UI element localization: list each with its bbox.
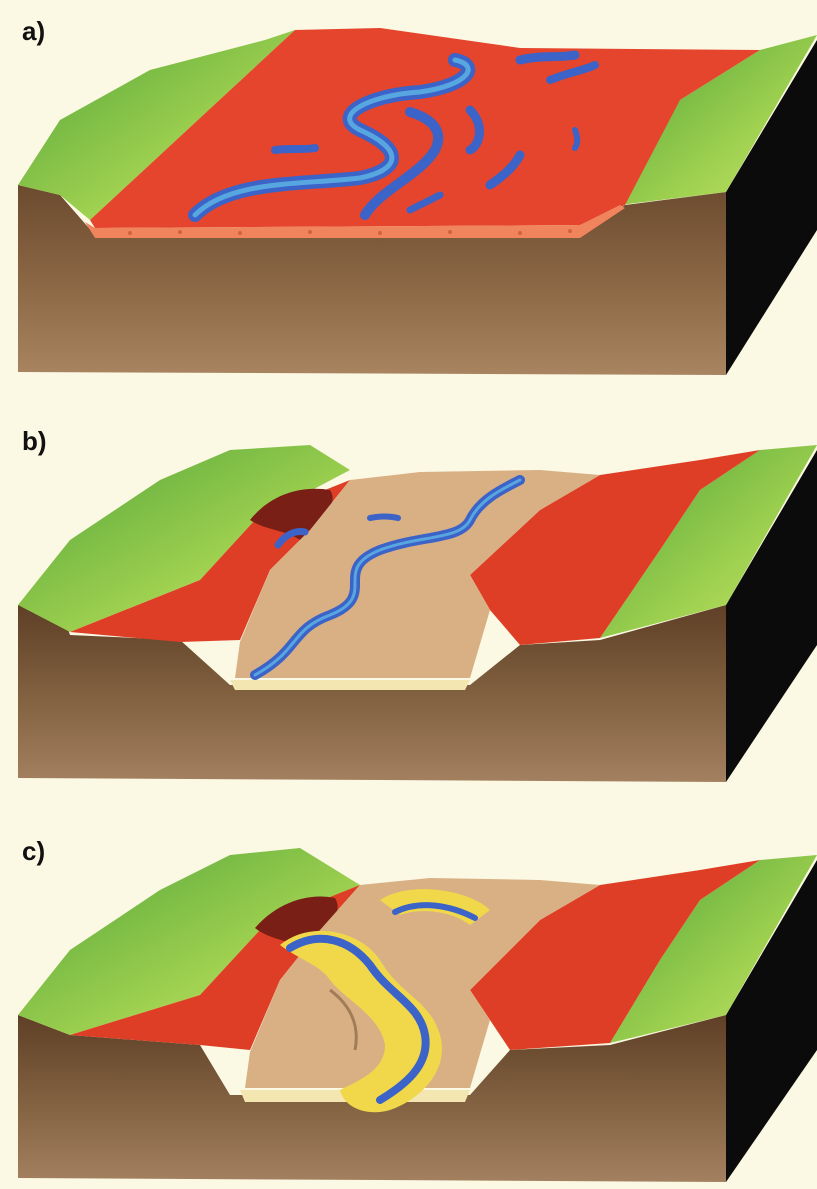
river-segment-3	[520, 55, 575, 60]
panel-c: c)	[0, 820, 817, 1189]
floodplain-edge	[230, 680, 470, 690]
block-diagram-b	[0, 410, 817, 800]
oxbow-2	[370, 517, 398, 519]
panel-label-b: b)	[22, 426, 47, 457]
block-diagram-c	[0, 820, 817, 1189]
river-segment-5	[275, 148, 315, 150]
river-segment-7	[575, 130, 577, 148]
panel-label-a: a)	[22, 16, 45, 47]
panel-label-c: c)	[22, 836, 45, 867]
block-diagram-a	[0, 0, 817, 390]
panel-a: a)	[0, 0, 817, 390]
panel-b: b)	[0, 410, 817, 800]
